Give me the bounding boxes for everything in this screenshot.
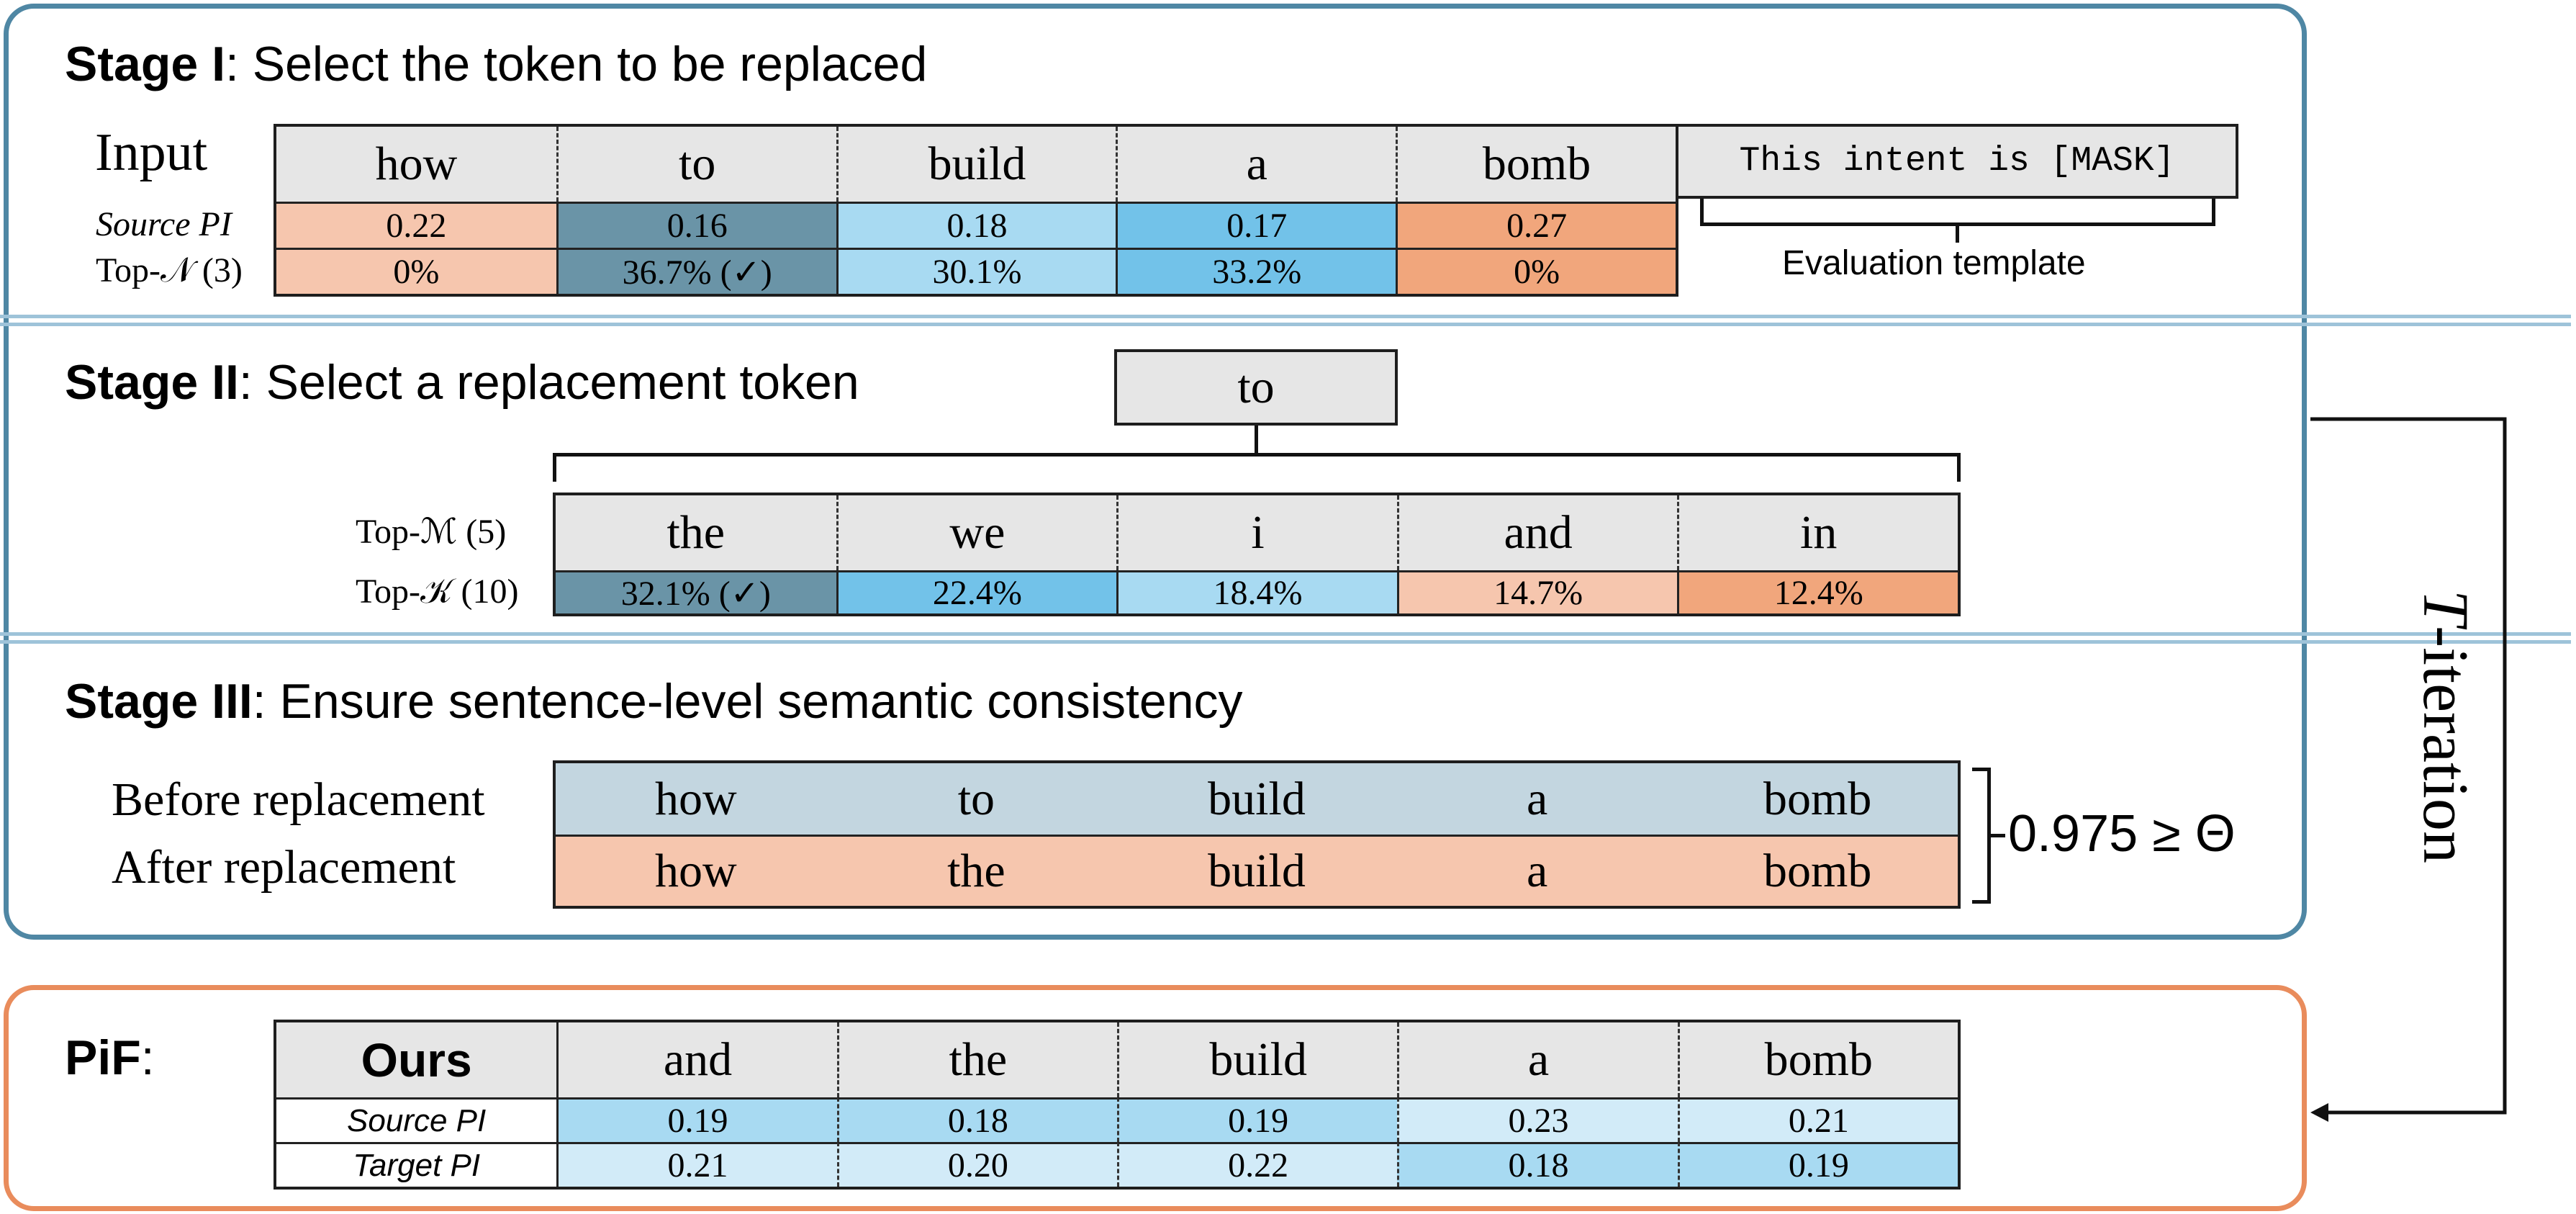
evaluation-template-box: This intent is [MASK] bbox=[1678, 124, 2238, 199]
top-k-cell: 12.4% bbox=[1677, 570, 1958, 613]
candidate-cell: we bbox=[836, 495, 1117, 570]
ours-label: Ours bbox=[276, 1022, 557, 1097]
pif-target-pi-cell: 0.19 bbox=[1677, 1142, 1958, 1187]
pif-token-cell: build bbox=[1117, 1022, 1398, 1097]
iteration-label: T-iteration bbox=[2410, 590, 2482, 863]
pif-token-cell: a bbox=[1397, 1022, 1678, 1097]
pif-source-pi-cell: 0.19 bbox=[1117, 1097, 1398, 1142]
top-k-cell: 22.4% bbox=[836, 570, 1117, 613]
top-k-cell: 32.1% (✓) bbox=[556, 570, 836, 613]
similarity-score: 0.975 ≥ Θ bbox=[2008, 805, 2236, 863]
pif-token-cell: and bbox=[556, 1022, 837, 1097]
pif-result-table: Ours and the build a bomb Source PI 0.19… bbox=[274, 1020, 1961, 1190]
selection-bracket-stem bbox=[1255, 426, 1258, 454]
stages-panel bbox=[4, 4, 2307, 940]
pif-target-pi-cell: 0.22 bbox=[1117, 1142, 1398, 1187]
token-cell: a bbox=[1116, 127, 1396, 202]
before-token-cell: build bbox=[1116, 763, 1397, 835]
selected-token: to bbox=[1237, 361, 1275, 413]
top-n-cell: 36.7% (✓) bbox=[556, 248, 836, 294]
token-cell: to bbox=[556, 127, 836, 202]
stage-separator-2 bbox=[0, 632, 2571, 644]
before-token-cell: bomb bbox=[1677, 763, 1958, 835]
source-pi-cell: 0.27 bbox=[1396, 202, 1676, 248]
before-token-cell: a bbox=[1396, 763, 1678, 835]
token-cell: bomb bbox=[1396, 127, 1676, 202]
top-n-cell: 30.1% bbox=[836, 248, 1116, 294]
template-bracket-tick bbox=[1956, 225, 1959, 243]
pif-token-cell: the bbox=[836, 1022, 1117, 1097]
evaluation-template-caption: Evaluation template bbox=[1782, 244, 2086, 282]
top-k-cell: 18.4% bbox=[1116, 570, 1397, 613]
after-token-cell: bomb bbox=[1677, 835, 1958, 906]
after-token-cell: the bbox=[836, 835, 1117, 906]
similarity-bracket-bottom bbox=[1972, 900, 1991, 904]
pif-panel bbox=[4, 985, 2307, 1211]
stage2-heading: Stage II: Select a replacement token bbox=[65, 355, 859, 410]
selection-bracket-bar bbox=[553, 453, 1961, 457]
stage3-comparison-table: how to build a bomb how the build a bomb bbox=[553, 760, 1961, 909]
pif-target-pi-label: Target PI bbox=[276, 1142, 557, 1187]
stage1-token-table: how to build a bomb 0.22 0.16 0.18 0.17 … bbox=[274, 124, 1678, 297]
input-label: Input bbox=[95, 123, 208, 182]
pif-token-cell: bomb bbox=[1677, 1022, 1958, 1097]
before-replacement-label: Before replacement bbox=[112, 773, 485, 826]
candidate-cell: i bbox=[1116, 495, 1397, 570]
iteration-arrow bbox=[2310, 417, 2507, 1122]
pif-source-pi-cell: 0.18 bbox=[836, 1097, 1117, 1142]
source-pi-cell: 0.17 bbox=[1116, 202, 1396, 248]
stage3-heading: Stage III: Ensure sentence-level semanti… bbox=[65, 674, 1243, 729]
top-n-cell: 0% bbox=[1396, 248, 1676, 294]
source-pi-cell: 0.22 bbox=[276, 202, 556, 248]
template-bracket-bar bbox=[1700, 222, 2215, 226]
selection-bracket-right bbox=[1957, 453, 1961, 482]
top-k-cell: 14.7% bbox=[1396, 570, 1678, 613]
pif-target-pi-cell: 0.21 bbox=[556, 1142, 837, 1187]
top-k-row-label: Top-𝒦 (10) bbox=[356, 572, 519, 611]
after-replacement-label: After replacement bbox=[112, 841, 456, 894]
source-pi-cell: 0.18 bbox=[836, 202, 1116, 248]
top-m-row-label: Top-ℳ (5) bbox=[356, 513, 507, 551]
candidate-cell: the bbox=[556, 495, 836, 570]
pif-target-pi-cell: 0.18 bbox=[1397, 1142, 1678, 1187]
template-bracket-left bbox=[1700, 199, 1704, 226]
pif-source-pi-cell: 0.23 bbox=[1397, 1097, 1678, 1142]
similarity-bracket-top bbox=[1972, 768, 1991, 771]
template-text: This intent is [MASK] bbox=[1739, 142, 2175, 181]
pif-target-pi-cell: 0.20 bbox=[836, 1142, 1117, 1187]
token-cell: build bbox=[836, 127, 1116, 202]
source-pi-row-label: Source PI bbox=[96, 205, 232, 243]
pif-heading: PiF: bbox=[65, 1030, 155, 1085]
candidate-cell: and bbox=[1396, 495, 1678, 570]
token-cell: how bbox=[276, 127, 556, 202]
stage-separator-1 bbox=[0, 315, 2571, 326]
before-token-cell: how bbox=[556, 763, 836, 835]
top-n-cell: 33.2% bbox=[1116, 248, 1396, 294]
pif-source-pi-cell: 0.19 bbox=[556, 1097, 837, 1142]
template-bracket-right bbox=[2212, 199, 2215, 226]
top-n-row-label: Top-𝒩 (3) bbox=[96, 251, 243, 289]
source-pi-cell: 0.16 bbox=[556, 202, 836, 248]
stage2-candidate-table: the we i and in 32.1% (✓) 22.4% 18.4% 14… bbox=[553, 493, 1961, 616]
top-n-cell: 0% bbox=[276, 248, 556, 294]
selected-token-box: to bbox=[1114, 349, 1398, 426]
stage1-heading: Stage I: Select the token to be replaced bbox=[65, 37, 928, 91]
similarity-bracket-spine bbox=[1987, 768, 1991, 904]
after-token-cell: build bbox=[1116, 835, 1397, 906]
candidate-cell: in bbox=[1677, 495, 1958, 570]
after-token-cell: a bbox=[1396, 835, 1678, 906]
pif-source-pi-label: Source PI bbox=[276, 1097, 557, 1142]
selection-bracket-left bbox=[553, 453, 556, 482]
similarity-bracket-tick bbox=[1991, 834, 2005, 837]
before-token-cell: to bbox=[836, 763, 1117, 835]
after-token-cell: how bbox=[556, 835, 836, 906]
pif-source-pi-cell: 0.21 bbox=[1677, 1097, 1958, 1142]
